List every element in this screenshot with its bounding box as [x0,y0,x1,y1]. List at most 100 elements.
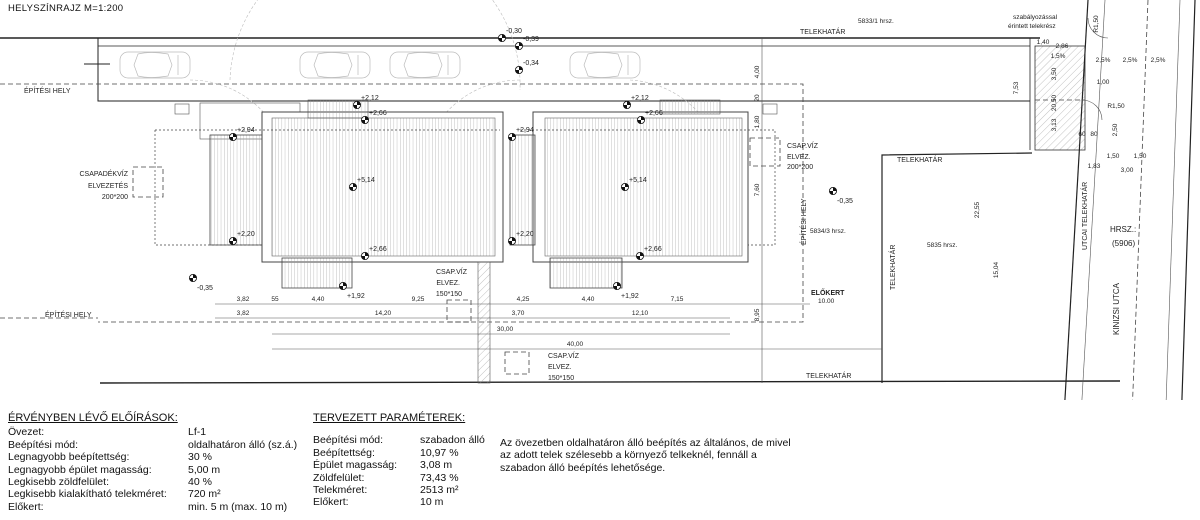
level-label: -0,39 [523,36,539,43]
dimension-label: 40,00 [567,341,584,348]
dimension-label: 2,5% [1096,57,1111,64]
planned-heading: TERVEZETT PARAMÉTEREK: [313,412,466,424]
level-label: +2,66 [369,246,387,253]
level-marker-icon [338,281,348,291]
param-key: Legnagyobb épület magasság: [8,463,152,476]
drain-label-1: CSAPADÉKVÍZ ELVEZETÉS 200*200 [80,169,129,201]
level-label: +2,12 [361,95,379,102]
dimension-label: 2,50 [1112,123,1119,136]
level-label: +2,20 [237,231,255,238]
building-right [509,99,778,289]
level-label: +1,92 [621,293,639,300]
param-key: Beépítési mód: [313,434,384,447]
svg-text:ELVEZ.: ELVEZ. [548,364,572,371]
existing-heading: ÉRVÉNYBEN LÉVŐ ELŐÍRÁSOK: [8,412,178,424]
level-label: -0,30 [506,28,522,35]
building-left [154,99,504,289]
level-marker-icon [622,100,632,110]
param-value: 10,97 % [420,446,459,459]
param-value: szabadon álló [420,434,485,447]
level-marker-icon [352,100,362,110]
dimension-label: 3,82 [237,310,250,317]
street-hrsz-number: (5906) [1112,239,1135,248]
param-key: Előkert: [313,496,349,509]
telekhatar-vertical: TELEKHATÁR [888,245,897,290]
dimension-label: 7,15 [671,296,684,303]
param-row: Előkert:min. 5 m (max. 10 m) [8,501,297,513]
level-marker-icon [228,236,238,246]
svg-text:ELVEZ.: ELVEZ. [436,280,460,287]
param-row: Beépítettség: 10,97 % [313,447,485,459]
level-marker-icon [514,41,524,51]
utility-strip [477,261,491,384]
param-value: 40 % [188,476,212,489]
street-name: KINIZSI UTCA [1112,282,1121,335]
level-label: +5,14 [357,177,375,184]
param-row: Épület magasság:3,08 m [313,459,485,471]
svg-text:CSAPADÉKVÍZ: CSAPADÉKVÍZ [80,169,129,178]
level-marker-icon [360,115,370,125]
param-key: Legkisebb kialakítható telekméret: [8,488,167,501]
level-label: +2,20 [516,231,534,238]
param-value: 2513 m² [420,484,459,497]
dimension-label: 1,00 [1097,79,1110,86]
dimension-label: 7,60 [754,183,761,196]
street-hrsz: HRSZ.: [1110,225,1136,234]
param-row: Övezet:Lf-1 [8,426,297,438]
regulated-note-1: szabályozással [1013,14,1058,21]
level-marker-icon [828,186,838,196]
param-row: Legnagyobb épület magasság:5,00 m [8,464,297,476]
dimension-label: 3,00 [1121,167,1134,174]
level-marker-icon [360,251,370,261]
regulated-note-2: érintett telekrész [1008,23,1056,30]
dimension-label: 3,82 [237,296,250,303]
svg-text:200*200: 200*200 [787,164,813,171]
dimension-label: 8,95 [754,308,761,321]
dimension-label: 3,13 [1051,118,1058,131]
epitesi-hely-bottom: ÉPÍTÉSI HELY [45,310,92,319]
param-row: Telekméret:2513 m² [313,484,485,496]
elokert-value: 10.00 [818,298,835,305]
param-row: Legkisebb kialakítható telekméret:720 m² [8,488,297,500]
level-label: +5,14 [629,177,647,184]
param-value: Lf-1 [188,426,207,439]
svg-text:200*200: 200*200 [102,194,128,201]
street [1064,0,1196,400]
dimension-label: 1,80 [754,115,761,128]
dimension-label: 80 [1090,131,1098,138]
dimension-label: 55 [271,296,279,303]
param-key: Legkisebb zöldfelület: [8,476,109,489]
param-key: Beépítettség: [313,446,375,459]
elokert-label: ELŐKERT [811,288,845,297]
level-marker-icon [612,281,622,291]
regulated-plot-area [1034,45,1086,151]
level-label: +2,66 [645,110,663,117]
param-row: Legnagyobb beépítettség:30 % [8,451,297,463]
dimension-label: 4,40 [312,296,325,303]
svg-text:ELVEZETÉS: ELVEZETÉS [88,181,128,190]
dimension-label: 1,83 [1088,163,1101,170]
dimension-label: R1,50 [1107,103,1125,110]
param-value: 30 % [188,451,212,464]
level-marker-icon [507,236,517,246]
level-label: -0,35 [837,198,853,205]
dimension-label: 30,00 [497,326,514,333]
param-row: Zöldfelület:73,43 % [313,472,485,484]
svg-text:CSAP.VÍZ: CSAP.VÍZ [548,351,580,360]
level-label: +2,66 [644,246,662,253]
telekhatar-bottom: TELEKHATÁR [806,371,851,380]
dimension-label: 20 [754,94,761,102]
dimension-label: 12,10 [632,310,649,317]
level-marker-icon [636,115,646,125]
level-label: +2,94 [237,127,255,134]
dimension-label: 9,25 [412,296,425,303]
level-marker-icon [348,182,358,192]
param-key: Épület magasság: [313,459,398,472]
level-label: +2,94 [516,127,534,134]
param-value: 10 m [420,496,444,509]
level-label: +2,66 [369,110,387,117]
level-marker-icon [514,65,524,75]
site-plan-drawing: TELEKHATÁR TELEKHATÁR TELEKHATÁR TELEKHA… [0,0,1196,400]
